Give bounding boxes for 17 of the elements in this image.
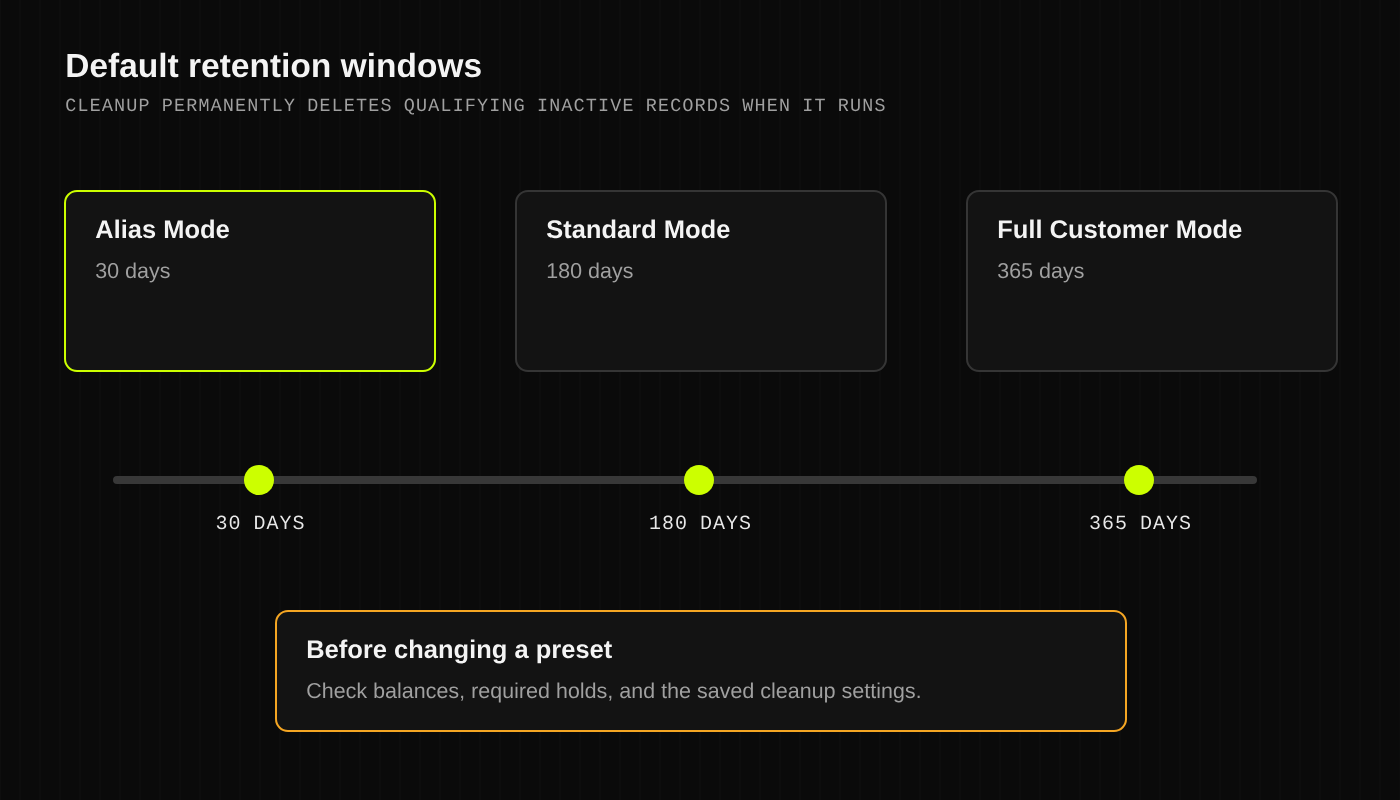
card-title: Full Customer Mode xyxy=(998,219,1242,239)
note-box xyxy=(275,610,1127,732)
subtitle: CLEANUP PERMANENTLY DELETES QUALIFYING INACTIVE RECORDS WHEN IT RUNS xyxy=(66,98,885,115)
mode-card xyxy=(966,190,1338,372)
card-text: 180 days xyxy=(547,262,633,283)
tick-label: 30 DAYS xyxy=(216,515,304,530)
card-title: Standard Mode xyxy=(546,219,730,239)
card-text: Check balances, required holds, and the saved cleanup settings. xyxy=(307,682,920,703)
card-text: 365 days xyxy=(998,262,1084,283)
card-text: 30 days xyxy=(96,262,170,283)
mode-card xyxy=(64,190,436,372)
title: Default retention windows xyxy=(67,52,481,78)
card-title: Before changing a preset xyxy=(307,639,612,664)
card-title: Alias Mode xyxy=(95,219,229,239)
mode-card xyxy=(515,190,887,372)
tick-label: 180 DAYS xyxy=(650,515,750,530)
tick-label: 365 DAYS xyxy=(1090,515,1190,530)
